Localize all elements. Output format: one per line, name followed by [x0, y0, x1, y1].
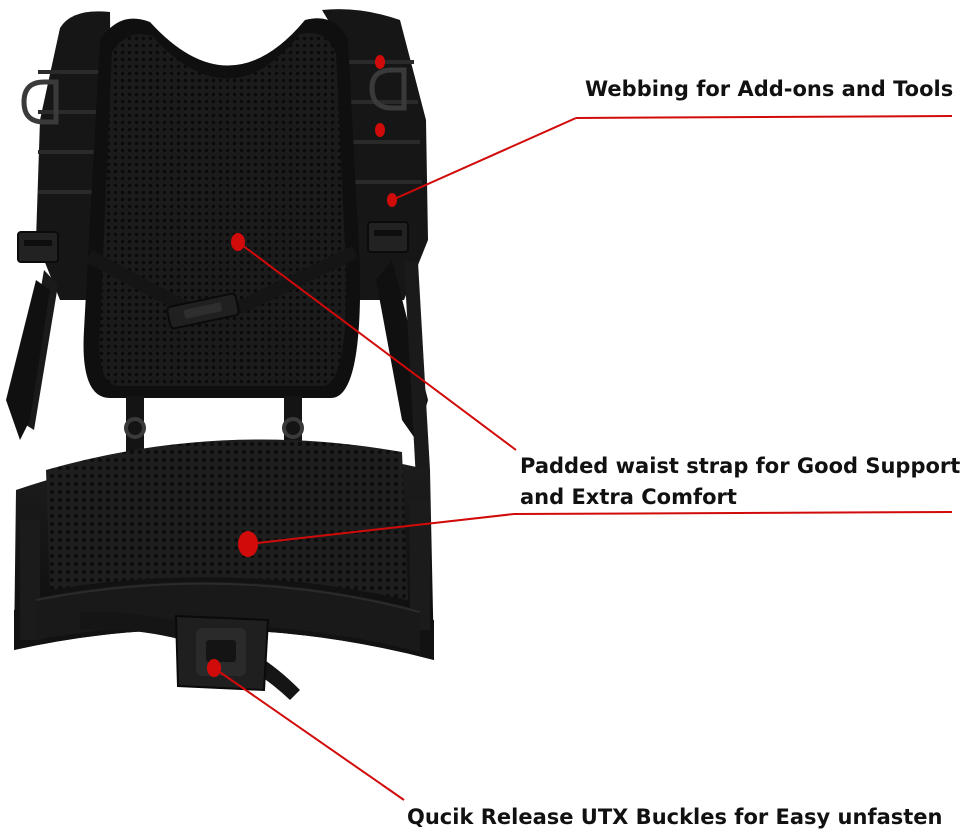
sternum-strap	[86, 246, 358, 330]
utx-buckle	[174, 614, 270, 692]
callout-webbing: Webbing for Add-ons and Tools	[585, 77, 954, 101]
belt-connectors	[124, 396, 304, 452]
callout-padded-line1: Padded waist strap for Good Support	[520, 454, 961, 478]
d-rings	[21, 67, 407, 125]
callout-buckle: Qucik Release UTX Buckles for Easy unfas…	[407, 805, 943, 829]
callout-padded-line2: and Extra Comfort	[520, 485, 737, 509]
callout-markers	[207, 55, 397, 677]
callout-padded-waist-strap: Padded waist strap for Good Support and …	[520, 451, 960, 513]
ladder-locks	[17, 221, 409, 263]
back-mesh-panel	[83, 18, 361, 399]
callout-lines	[213, 115, 953, 801]
